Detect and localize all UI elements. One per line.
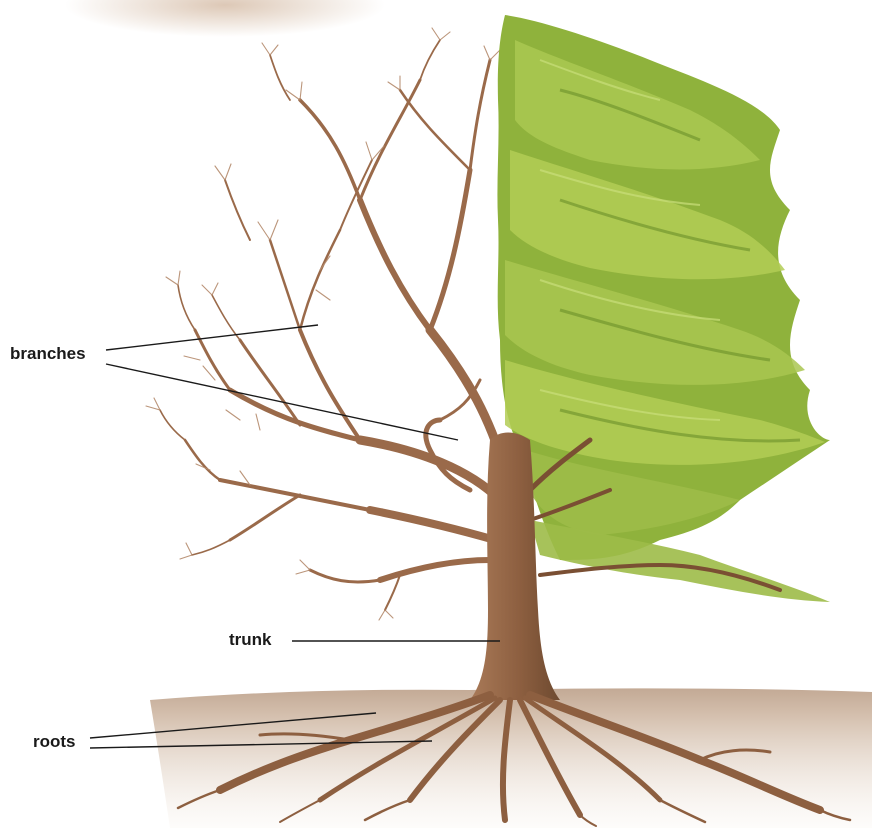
sun-shadow xyxy=(65,0,385,37)
roots-label: roots xyxy=(33,732,76,752)
bare-branches xyxy=(160,40,505,610)
branches-leader-upper xyxy=(106,325,318,350)
leader-lines xyxy=(90,325,500,748)
branches-leader-lower xyxy=(106,364,458,440)
trunk-label: trunk xyxy=(229,630,272,650)
branches-label: branches xyxy=(10,344,86,364)
